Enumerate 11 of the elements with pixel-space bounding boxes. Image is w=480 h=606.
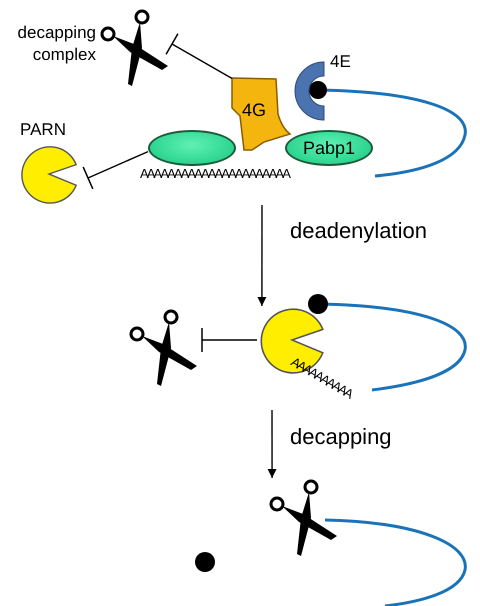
inhibition-line bbox=[165, 32, 232, 79]
inhibition-line bbox=[82, 150, 148, 190]
protein-label: 4G bbox=[242, 100, 266, 121]
protein-ellipse: Pabp1 bbox=[285, 130, 373, 166]
arrow bbox=[257, 205, 266, 306]
complex-label: decapping complex bbox=[16, 22, 96, 66]
enzyme-label: PARN bbox=[20, 120, 66, 140]
arrow bbox=[268, 410, 277, 478]
protein-label: 4E bbox=[330, 52, 351, 72]
poly-a-tail: AAAAAAAAAAAAAAAAAAAAAA bbox=[140, 166, 289, 181]
inhibition-line bbox=[201, 327, 257, 353]
